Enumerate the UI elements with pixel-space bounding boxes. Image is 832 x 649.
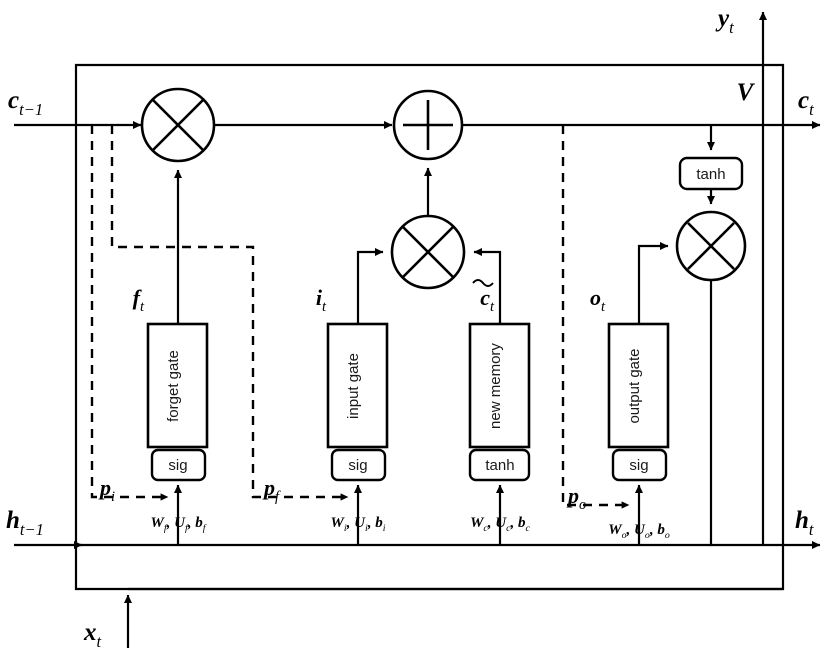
gate-input-label: input gate: [345, 353, 362, 419]
gate-forget-label: forget gate: [165, 350, 182, 422]
label-hidden-out: ht: [795, 507, 814, 539]
label-output-weight: V: [737, 79, 756, 106]
hidden-out-wire: [709, 280, 821, 550]
output-sig-label: sig: [629, 457, 648, 474]
peephole-pi: [90, 125, 169, 501]
gate-forget: forget gate sig: [146, 322, 209, 482]
gate-output: output gate sig: [607, 322, 670, 482]
gate-input: input gate sig: [326, 322, 389, 482]
label-cell-state-out: ct: [798, 87, 814, 119]
output-multiply: [675, 210, 747, 282]
gate-output-label: output gate: [626, 348, 643, 423]
output-signal-wire: [637, 241, 669, 324]
label-peephole-po: po: [566, 483, 586, 513]
label-output: yt: [715, 5, 734, 37]
label-new-memory-signal: ct: [472, 279, 495, 315]
gate-new-memory-label: new memory: [487, 343, 504, 429]
label-peephole-pf: pf: [262, 475, 281, 505]
svg-text:ct: ct: [480, 285, 495, 315]
cell-tanh-box: tanh: [678, 156, 744, 191]
label-input-params: Wi, Ui, bi: [331, 515, 386, 534]
label-forget-params: Wf, Uf, bf: [151, 515, 207, 534]
label-cell-state-in: ct−1: [8, 87, 43, 119]
state-add: [392, 89, 464, 161]
label-output-signal: ot: [590, 285, 606, 315]
cell-tanh-label: tanh: [696, 166, 725, 183]
label-input: xt: [83, 619, 102, 649]
label-output-params: Wo, Uo, bo: [608, 522, 670, 541]
input-multiply: [390, 214, 466, 290]
label-input-signal: it: [316, 285, 327, 315]
label-forget-signal: ft: [133, 285, 145, 315]
label-hidden-in: ht−1: [6, 507, 44, 539]
input-sig-label: sig: [348, 457, 367, 474]
newmem-tanh-label: tanh: [485, 457, 514, 474]
label-new-memory-params: Wc, Uc, bc: [470, 515, 530, 534]
gate-new-memory: new memory tanh: [468, 322, 531, 482]
peephole-po: [561, 125, 630, 509]
peephole-pf: [110, 125, 349, 501]
input-signal-wire: [356, 247, 384, 324]
forget-multiply: [140, 87, 216, 163]
input-bus: [123, 587, 783, 648]
gate-feed-stubs: [173, 484, 644, 545]
label-peephole-pi: pi: [98, 475, 115, 505]
newmemory-signal-wire: [473, 247, 502, 324]
forget-sig-label: sig: [168, 457, 187, 474]
tilde-accent-icon: [472, 279, 494, 287]
